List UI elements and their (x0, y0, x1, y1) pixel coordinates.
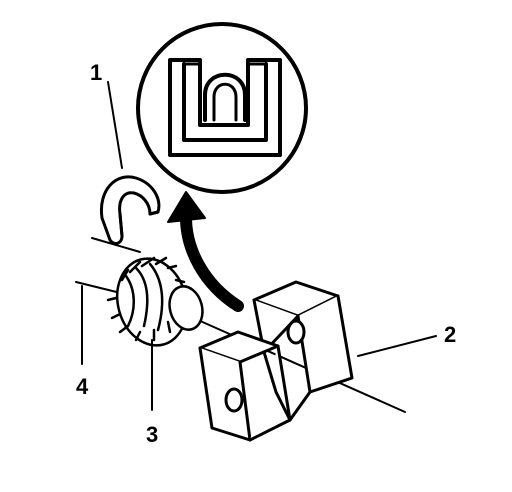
v-bracket (198, 280, 354, 442)
installation-arrow (167, 191, 244, 312)
callout-4: 4 (76, 374, 89, 399)
callout-3: 3 (146, 422, 158, 447)
inset-clip-outline (168, 58, 282, 157)
callout-2: 2 (444, 322, 456, 347)
clip-detail-inset (136, 22, 308, 194)
callout-1: 1 (90, 60, 102, 85)
bevel-gear (106, 256, 204, 347)
retaining-clip (99, 175, 161, 245)
leader-lines (81, 81, 437, 411)
